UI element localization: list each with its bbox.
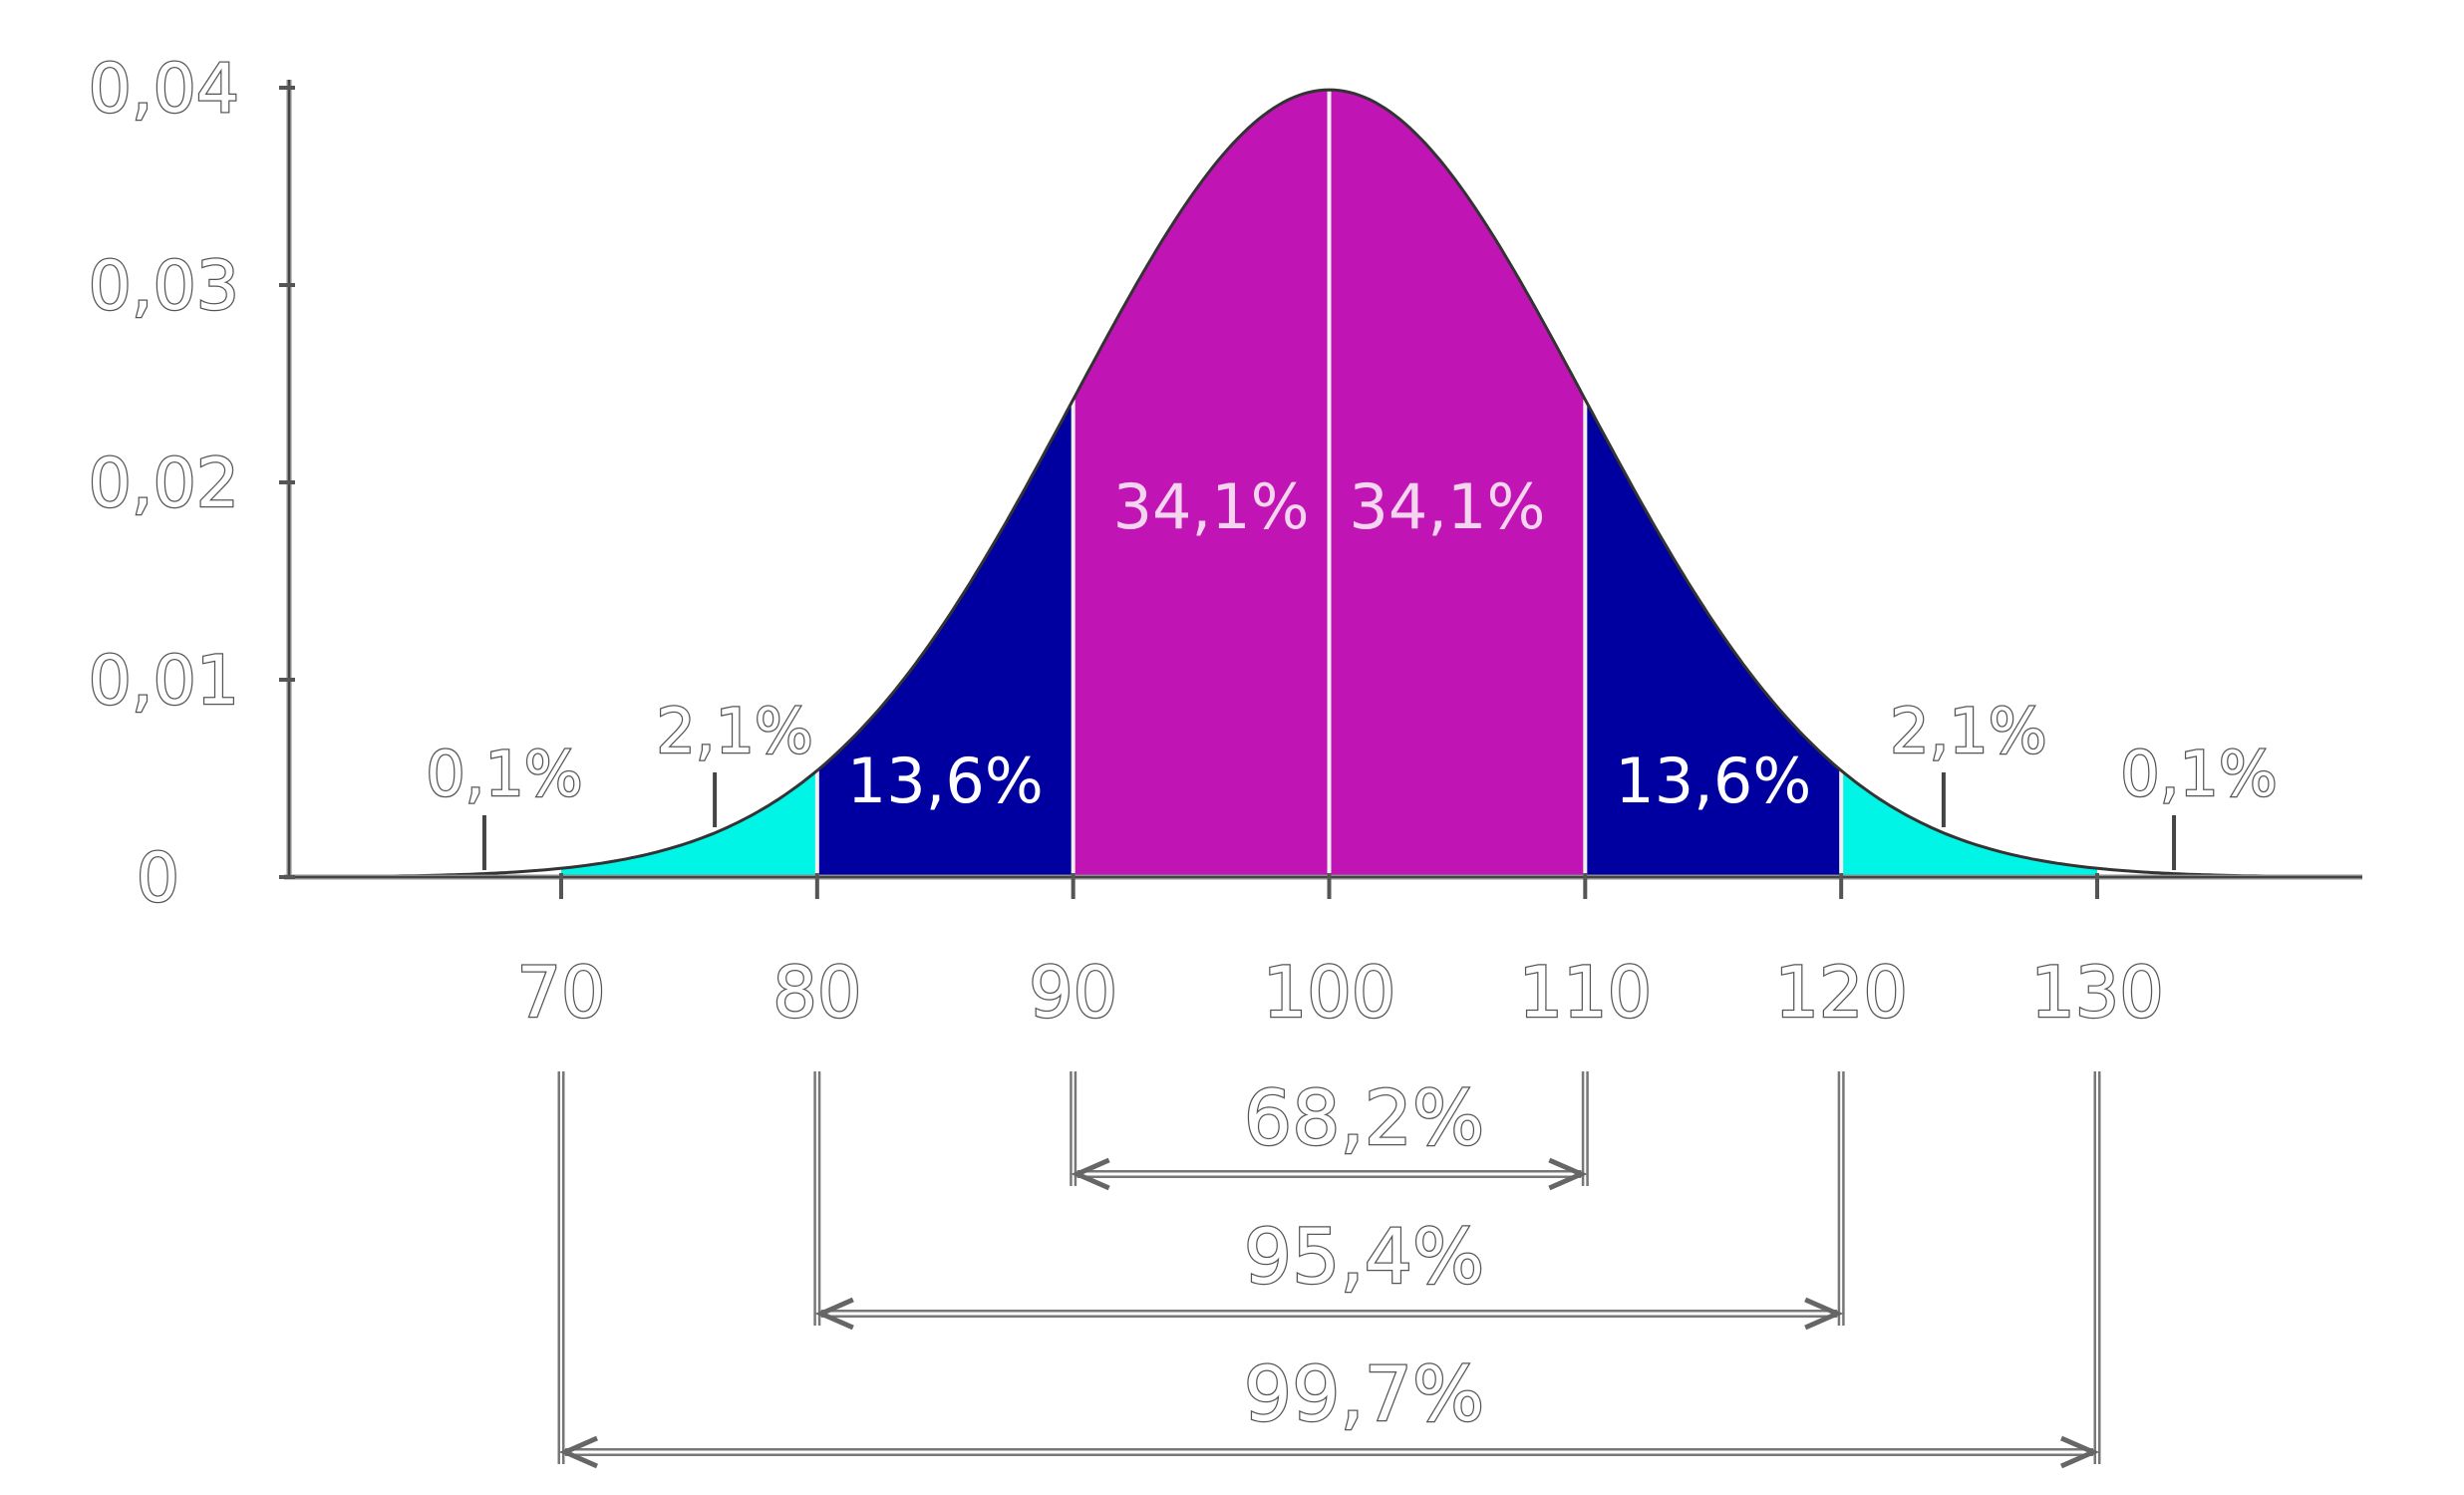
tail-label: 0,1%: [2120, 738, 2278, 810]
region-label: 13,6%: [1615, 745, 1811, 817]
range-label: 99,7%: [1244, 1349, 1484, 1438]
labels: 13,6% 34,1% 34,1% 13,6% 0,1% 2,1% 2,1% 0,1%: [425, 470, 2279, 870]
region-label: 13,6%: [847, 745, 1044, 817]
tail-label: 2,1%: [656, 695, 813, 767]
x-tick-label: 80: [772, 952, 861, 1034]
y-tick-label: 0,04: [89, 50, 239, 129]
x-tick-label: 90: [1029, 952, 1117, 1034]
y-tick-label: 0,02: [89, 445, 239, 523]
density-curve: [318, 88, 2340, 879]
x-tick-label: 130: [2030, 952, 2164, 1034]
tail-label: 2,1%: [1890, 695, 2047, 767]
axes: 0 0,01 0,02 0,03 0,04 70 80 90 100 110 120 130: [87, 49, 2362, 1035]
range-brackets: 68,2% 95,4% 99,7%: [557, 1071, 2101, 1469]
y-tick-label: 0,03: [89, 247, 239, 326]
range-label: 68,2%: [1244, 1073, 1484, 1162]
region-120-130: [1841, 770, 2097, 877]
x-tick-label: 100: [1263, 952, 1396, 1034]
tail-label: 0,1%: [426, 738, 583, 810]
x-tick-label: 70: [516, 952, 605, 1034]
region-70-80: [561, 770, 817, 877]
region-label: 34,1%: [1113, 470, 1310, 543]
x-tick-label: 110: [1519, 952, 1653, 1034]
range-bracket: [1070, 1071, 1589, 1191]
range-bracket: [813, 1071, 1845, 1331]
curve-layer: [318, 88, 2340, 879]
range-label: 95,4%: [1244, 1212, 1484, 1301]
region-90-100: [1073, 90, 1330, 878]
region-label: 34,1%: [1349, 470, 1545, 543]
y-tick-label: 0,01: [89, 642, 239, 721]
region-100-110: [1329, 90, 1586, 878]
x-tick-label: 120: [1774, 952, 1908, 1034]
y-tick-label: 0: [137, 839, 179, 918]
range-bracket: [557, 1071, 2101, 1469]
